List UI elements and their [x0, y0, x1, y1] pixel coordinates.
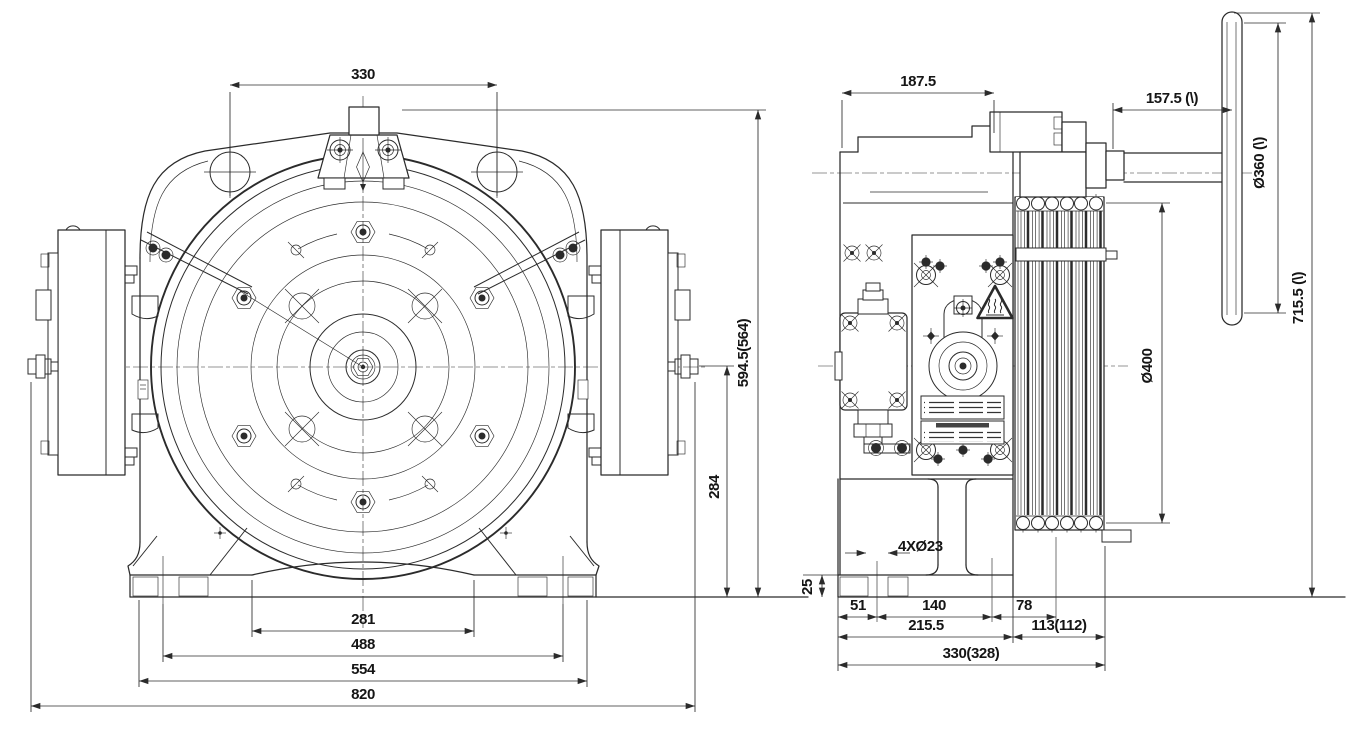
dim-side-housing-depth: 187.5 [900, 73, 936, 90]
dim-front-base-arch-width: 281 [351, 611, 375, 628]
dim-side-foot-hole-pitch: 140 [922, 597, 946, 614]
dim-side-base-plate-height: 25 [799, 579, 816, 595]
hot-surface-warning-icon [976, 284, 1014, 320]
nameplate [920, 395, 1005, 420]
side-dimensions: 187.5 157.5 (\) Ø360 (\) 715.5 (\) Ø400 … [799, 12, 1320, 671]
front-dimensions: 330 594.5(564) 284 281 488 554 820 [30, 66, 766, 712]
handwheel-rim [1221, 11, 1243, 326]
dim-front-overall-height: 594.5(564) [735, 318, 752, 387]
brake-adjuster-bolt [668, 354, 699, 379]
front-frame-plate [139, 132, 588, 543]
dim-side-foot-holes: 4XØ23 [898, 538, 943, 555]
dim-side-body-depth: 215.5 [908, 617, 944, 634]
side-view: 187.5 157.5 (\) Ø360 (\) 715.5 (\) Ø400 … [799, 11, 1346, 671]
tick-hole [287, 241, 439, 493]
dim-front-shaft-height: 284 [706, 474, 723, 499]
cable-gland-bottom [853, 409, 911, 456]
nameplate [920, 420, 1005, 445]
dim-side-foot-edge-to-hole: 51 [850, 597, 866, 614]
encoder-boss [928, 331, 998, 401]
front-base [127, 527, 809, 604]
dim-front-foot-hole-span: 488 [351, 636, 375, 653]
datum-mark [356, 138, 370, 191]
side-base [837, 478, 1346, 622]
base-tick [214, 527, 512, 539]
dim-side-overall-depth: 330(328) [943, 645, 1000, 662]
side-handwheel [1085, 11, 1243, 326]
dim-side-sheave-diameter: Ø400 [1139, 348, 1156, 383]
dim-front-top-bracket-width: 330 [351, 66, 375, 83]
cable-gland-top [857, 282, 889, 315]
front-brake-right [473, 225, 699, 476]
front-top-bracket [317, 106, 410, 191]
dim-side-sheave-overhang: 113(112) [1031, 617, 1087, 634]
brake-adjuster-bolt [27, 354, 58, 379]
side-panel [911, 234, 1014, 476]
side-body [839, 125, 1014, 598]
dim-front-overall-width: 820 [351, 686, 375, 703]
front-view: 330 594.5(564) 284 281 488 554 820 [27, 66, 809, 712]
side-sheave [1014, 193, 1132, 543]
dim-side-hole-to-rope-center: 78 [1016, 597, 1032, 614]
side-terminal-box [989, 111, 1087, 198]
dim-side-handwheel-diameter: Ø360 (\) [1251, 137, 1268, 189]
side-brake-unit [834, 282, 911, 456]
dim-side-overall-height: 715.5 (\) [1290, 271, 1307, 324]
front-brake-left [27, 225, 253, 476]
dim-side-handwheel-offset: 157.5 (\) [1146, 90, 1199, 107]
dim-front-frame-width: 554 [351, 661, 376, 678]
